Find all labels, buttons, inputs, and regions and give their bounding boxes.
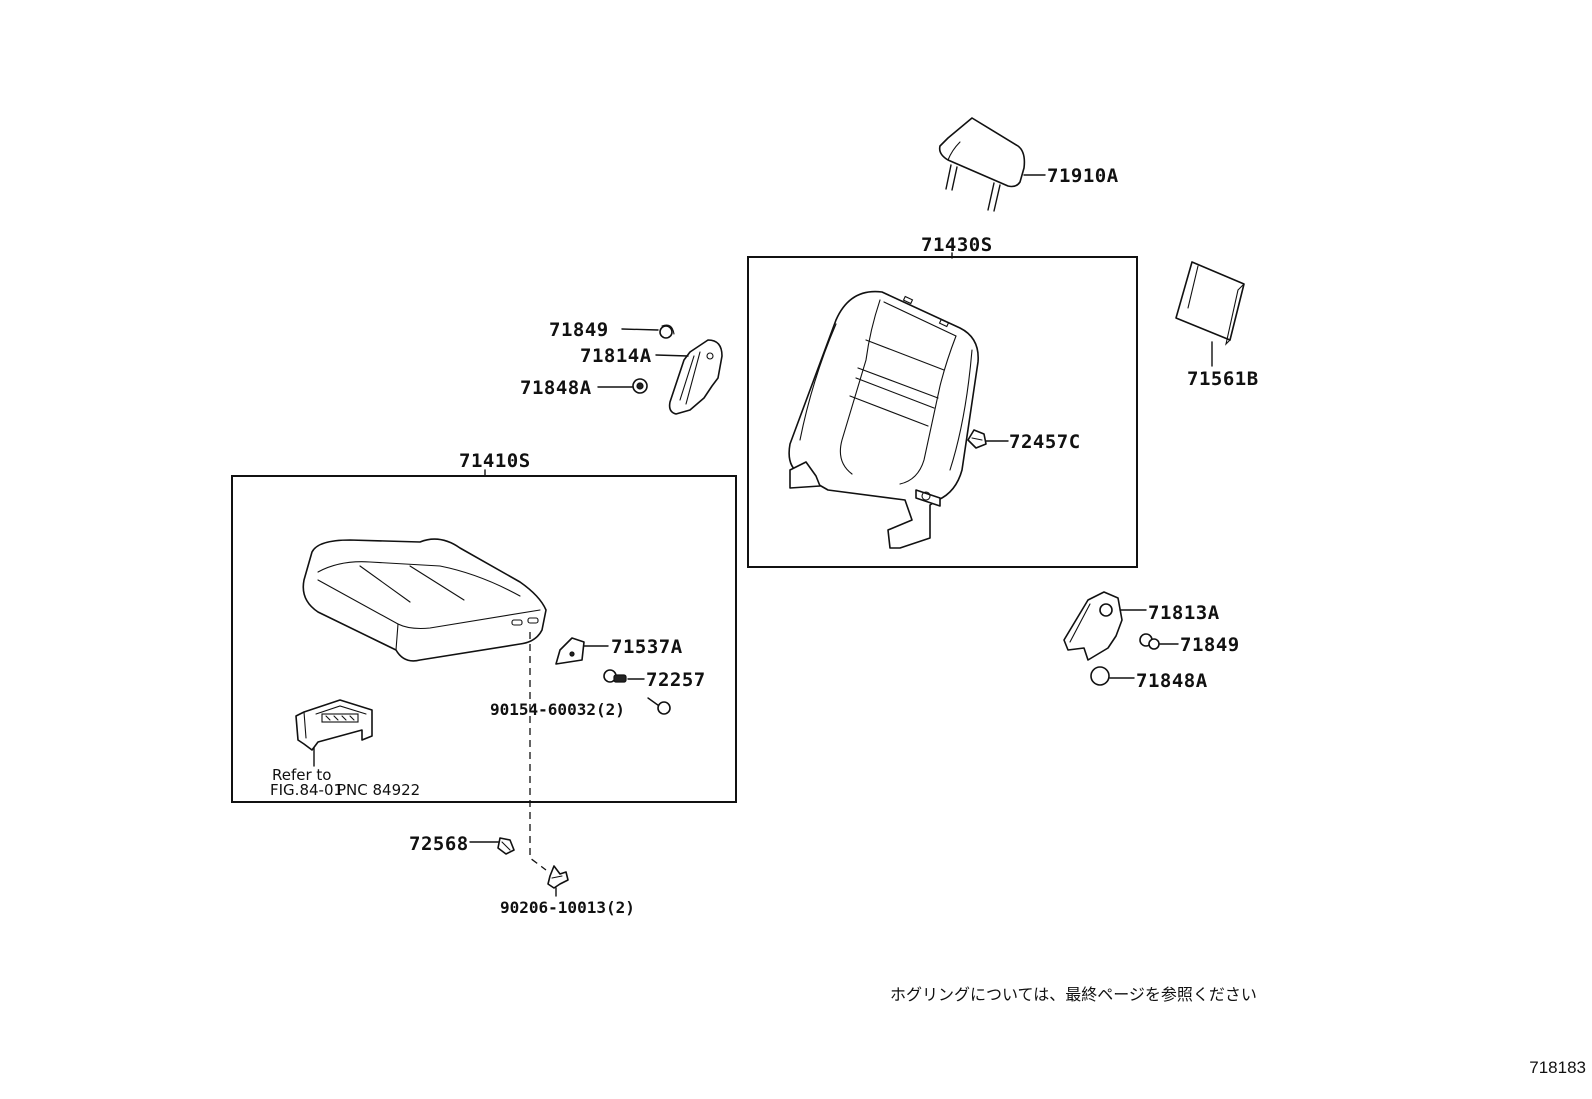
clip-71849-right-part[interactable] (1139, 633, 1160, 650)
label-bolt: 90154-60032(2) (490, 700, 625, 719)
back-board-part[interactable] (1175, 261, 1245, 346)
cap-71848a-left-part[interactable] (632, 378, 648, 394)
reference-line-2: FIG.84-01 (270, 781, 343, 799)
label-pad: 72457C (1009, 431, 1081, 453)
seat-cushion-part[interactable] (302, 538, 547, 662)
label-cap-right: 71848A (1136, 670, 1208, 692)
leader-clip-left (621, 328, 659, 331)
label-clip-right: 71849 (1180, 634, 1240, 656)
figure-code: 718183 (1529, 1058, 1586, 1077)
seat-back-assembly-box (747, 256, 1138, 568)
label-back-board: 71561B (1187, 368, 1259, 390)
label-clip-left: 71849 (549, 319, 609, 341)
leader-cover-left (655, 354, 689, 357)
cap-71848a-right-part[interactable] (1090, 666, 1110, 686)
label-seat-back-assembly: 71430S (921, 234, 993, 256)
seat-cushion-assembly-box (231, 475, 737, 803)
bracket-71537a-part[interactable] (555, 637, 585, 665)
reference-line-1: Refer to (272, 766, 331, 784)
label-seat-cushion-assembly: 71410S (459, 450, 531, 472)
cover-71813a-part[interactable] (1063, 591, 1123, 661)
label-clip-90206: 90206-10013(2) (500, 898, 635, 917)
label-clip-72568: 72568 (409, 833, 469, 855)
label-screw: 72257 (646, 669, 706, 691)
headrest-part[interactable] (938, 117, 1026, 212)
pad-72457c-part[interactable] (967, 429, 987, 449)
seat-back-part[interactable] (788, 290, 979, 549)
label-headrest: 71910A (1047, 165, 1119, 187)
label-cover-left: 71814A (580, 345, 652, 367)
screw-72257-part[interactable] (603, 669, 627, 683)
label-bracket: 71537A (611, 636, 683, 658)
clip-90206-part[interactable] (547, 865, 569, 889)
label-cover-right: 71813A (1148, 602, 1220, 624)
clip-71849-left-part[interactable] (659, 324, 675, 339)
wiring-connector-part[interactable] (295, 699, 373, 751)
hog-ring-note: ホグリングについては、最終ページを参照ください (890, 985, 1257, 1004)
dashed-guide-line (529, 632, 547, 871)
bolt-90154-part[interactable] (647, 697, 671, 715)
reference-pnc: PNC 84922 (337, 781, 420, 799)
label-cap-left: 71848A (520, 377, 592, 399)
cover-71814a-part[interactable] (668, 339, 723, 415)
clip-72568-part[interactable] (497, 837, 515, 855)
